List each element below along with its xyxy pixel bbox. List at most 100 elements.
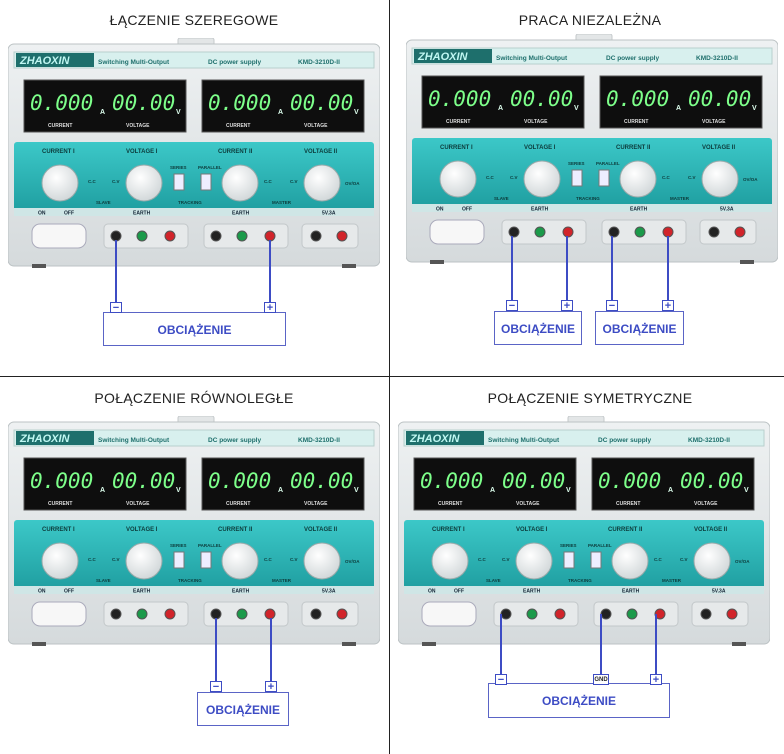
series-switch[interactable] (563, 551, 575, 569)
display-current-1: 0.000 (30, 469, 93, 493)
tracking-label: TRACKING (568, 578, 592, 583)
knob-current-1[interactable] (41, 542, 79, 580)
terminal-post-green[interactable] (626, 608, 638, 620)
knob-label-voltage-1: VOLTAGE I (126, 527, 158, 533)
knob-current-2[interactable] (611, 542, 649, 580)
cc-label-2: C.C (264, 179, 273, 184)
terminal-post-green[interactable] (236, 230, 248, 242)
terminal-post-black[interactable] (700, 608, 712, 620)
knob-label-current-1: CURRENT I (432, 527, 465, 533)
terminal-post-green[interactable] (236, 608, 248, 620)
terminals-channel-1 (103, 601, 189, 627)
series-switch[interactable] (173, 173, 185, 191)
series-label: SERIES (568, 161, 585, 166)
terminal-post-red[interactable] (554, 608, 566, 620)
parallel-switch[interactable] (598, 169, 610, 187)
knob-voltage-2[interactable] (693, 542, 731, 580)
wire-negative (215, 618, 217, 682)
terminal-post-black[interactable] (708, 226, 720, 238)
terminal-post-black[interactable] (508, 226, 520, 238)
knob-current-1[interactable] (41, 164, 79, 202)
unit-v-2: V (354, 487, 359, 494)
terminal-post-red[interactable] (734, 226, 746, 238)
parallel-switch[interactable] (590, 551, 602, 569)
terminal-post-black[interactable] (110, 608, 122, 620)
terminal-negative: − (210, 681, 222, 693)
parallel-switch[interactable] (200, 173, 212, 191)
terminal-post-black[interactable] (310, 230, 322, 242)
knob-current-1[interactable] (431, 542, 469, 580)
terminal-post-black[interactable] (600, 608, 612, 620)
terminal-post-red[interactable] (164, 230, 176, 242)
display-current-2: 0.000 (208, 91, 271, 115)
quadrant-series: ŁĄCZENIE SZEREGOWE ZHAOXIN Switching Mul… (0, 0, 388, 376)
unit-v-2: V (752, 105, 757, 112)
parallel-label: PARALLEL (198, 165, 222, 170)
power-switch[interactable] (31, 601, 87, 627)
power-switch[interactable] (429, 219, 485, 245)
power-switch[interactable] (421, 601, 477, 627)
terminal-post-red[interactable] (336, 230, 348, 242)
earth-label-1: EARTH (531, 207, 549, 213)
series-switch[interactable] (173, 551, 185, 569)
display-voltage-2: 00.00 (290, 469, 353, 493)
knob-voltage-1[interactable] (125, 164, 163, 202)
power-switch[interactable] (31, 223, 87, 249)
knob-voltage-2[interactable] (701, 160, 739, 198)
knob-voltage-1[interactable] (515, 542, 553, 580)
terminal-post-black[interactable] (210, 230, 222, 242)
terminal-post-black[interactable] (608, 226, 620, 238)
series-switch[interactable] (571, 169, 583, 187)
brand-logo: ZHAOXIN (417, 51, 469, 63)
terminal-post-red[interactable] (336, 608, 348, 620)
knob-voltage-1[interactable] (125, 542, 163, 580)
terminal-post-black[interactable] (310, 608, 322, 620)
unit-v-1: V (176, 109, 181, 116)
terminal-post-green[interactable] (526, 608, 538, 620)
terminals-channel-2 (601, 219, 687, 245)
terminal-post-green[interactable] (136, 608, 148, 620)
terminal-post-green[interactable] (634, 226, 646, 238)
display-current-1: 0.000 (30, 91, 93, 115)
display-voltage-1: 00.00 (502, 469, 565, 493)
tracking-label: TRACKING (576, 196, 600, 201)
knob-current-2[interactable] (221, 164, 259, 202)
knob-voltage-2[interactable] (303, 164, 341, 202)
knob-label-voltage-1: VOLTAGE I (516, 527, 548, 533)
display-voltage-1: 00.00 (112, 469, 175, 493)
knob-voltage-1[interactable] (523, 160, 561, 198)
fixed-output-label: 5V.3A (712, 589, 726, 595)
load-label: OBCIĄŻENIE (541, 694, 616, 708)
cc-label-2: C.C (662, 175, 671, 180)
knob-current-1[interactable] (439, 160, 477, 198)
psu-line2: DC power supply (208, 437, 261, 444)
current-label-1: CURRENT (438, 501, 462, 507)
terminals-channel-1 (501, 219, 587, 245)
load-box: OBCIĄŻENIE (103, 312, 286, 346)
voltage-label-1: VOLTAGE (516, 501, 540, 507)
knob-voltage-2[interactable] (303, 542, 341, 580)
terminal-post-red[interactable] (726, 608, 738, 620)
wire-positive (655, 614, 657, 678)
knob-current-2[interactable] (221, 542, 259, 580)
terminals-channel-2 (203, 601, 289, 627)
fixed-output-label: 5V.3A (720, 207, 734, 213)
unit-v-2: V (744, 487, 749, 494)
knob-current-2[interactable] (619, 160, 657, 198)
terminals-fixed (301, 601, 359, 627)
wire-negative-1 (511, 236, 513, 300)
slave-label: SLAVE (494, 196, 509, 201)
power-supply: ZHAOXIN Switching Multi-Output DC power … (405, 33, 779, 271)
terminal-post-black[interactable] (500, 608, 512, 620)
terminal-post-green[interactable] (534, 226, 546, 238)
unit-v-1: V (176, 487, 181, 494)
voltage-label-2: VOLTAGE (694, 501, 718, 507)
terminal-post-red[interactable] (562, 226, 574, 238)
parallel-switch[interactable] (200, 551, 212, 569)
terminal-post-green[interactable] (136, 230, 148, 242)
psu-line2: DC power supply (606, 55, 659, 62)
wire-negative (500, 614, 502, 678)
terminal-post-red[interactable] (164, 608, 176, 620)
knob-label-voltage-2: VOLTAGE II (304, 149, 337, 155)
knob-label-current-2: CURRENT II (218, 527, 253, 533)
